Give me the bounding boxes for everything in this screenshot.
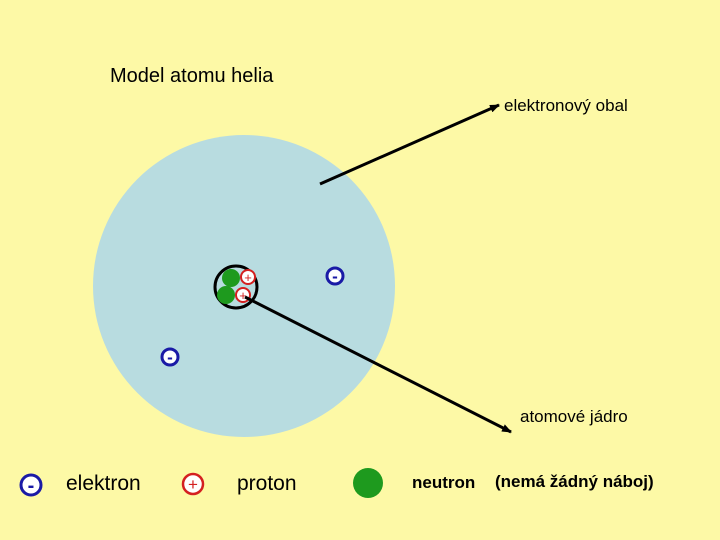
electron: - bbox=[327, 267, 343, 286]
legend-neutron-label: neutron bbox=[412, 473, 475, 492]
proton-sign: + bbox=[239, 288, 247, 303]
shell-label: elektronový obal bbox=[504, 96, 628, 115]
electron-sign: - bbox=[167, 348, 173, 367]
legend-neutron-note: (nemá žádný náboj) bbox=[495, 472, 654, 491]
electron-sign: - bbox=[332, 267, 338, 286]
neutron bbox=[217, 286, 235, 304]
legend-electron-label: elektron bbox=[66, 472, 141, 495]
svg-text:+: + bbox=[188, 475, 198, 494]
electron-shell bbox=[93, 135, 395, 437]
legend-neutron-icon bbox=[353, 468, 383, 498]
svg-text:-: - bbox=[28, 475, 35, 497]
legend-proton-icon: + bbox=[183, 474, 203, 494]
legend: - elektron + proton neutron (nemá žádný … bbox=[21, 468, 654, 498]
electron: - bbox=[162, 348, 178, 367]
legend-proton-label: proton bbox=[237, 472, 297, 495]
neutron bbox=[222, 269, 240, 287]
legend-electron-icon: - bbox=[21, 475, 41, 497]
shell-arrow bbox=[320, 105, 499, 184]
proton: + bbox=[236, 288, 250, 303]
nucleus-label: atomové jádro bbox=[520, 407, 628, 426]
proton-sign: + bbox=[244, 270, 252, 285]
proton: + bbox=[241, 270, 255, 285]
diagram-title: Model atomu helia bbox=[110, 65, 274, 87]
